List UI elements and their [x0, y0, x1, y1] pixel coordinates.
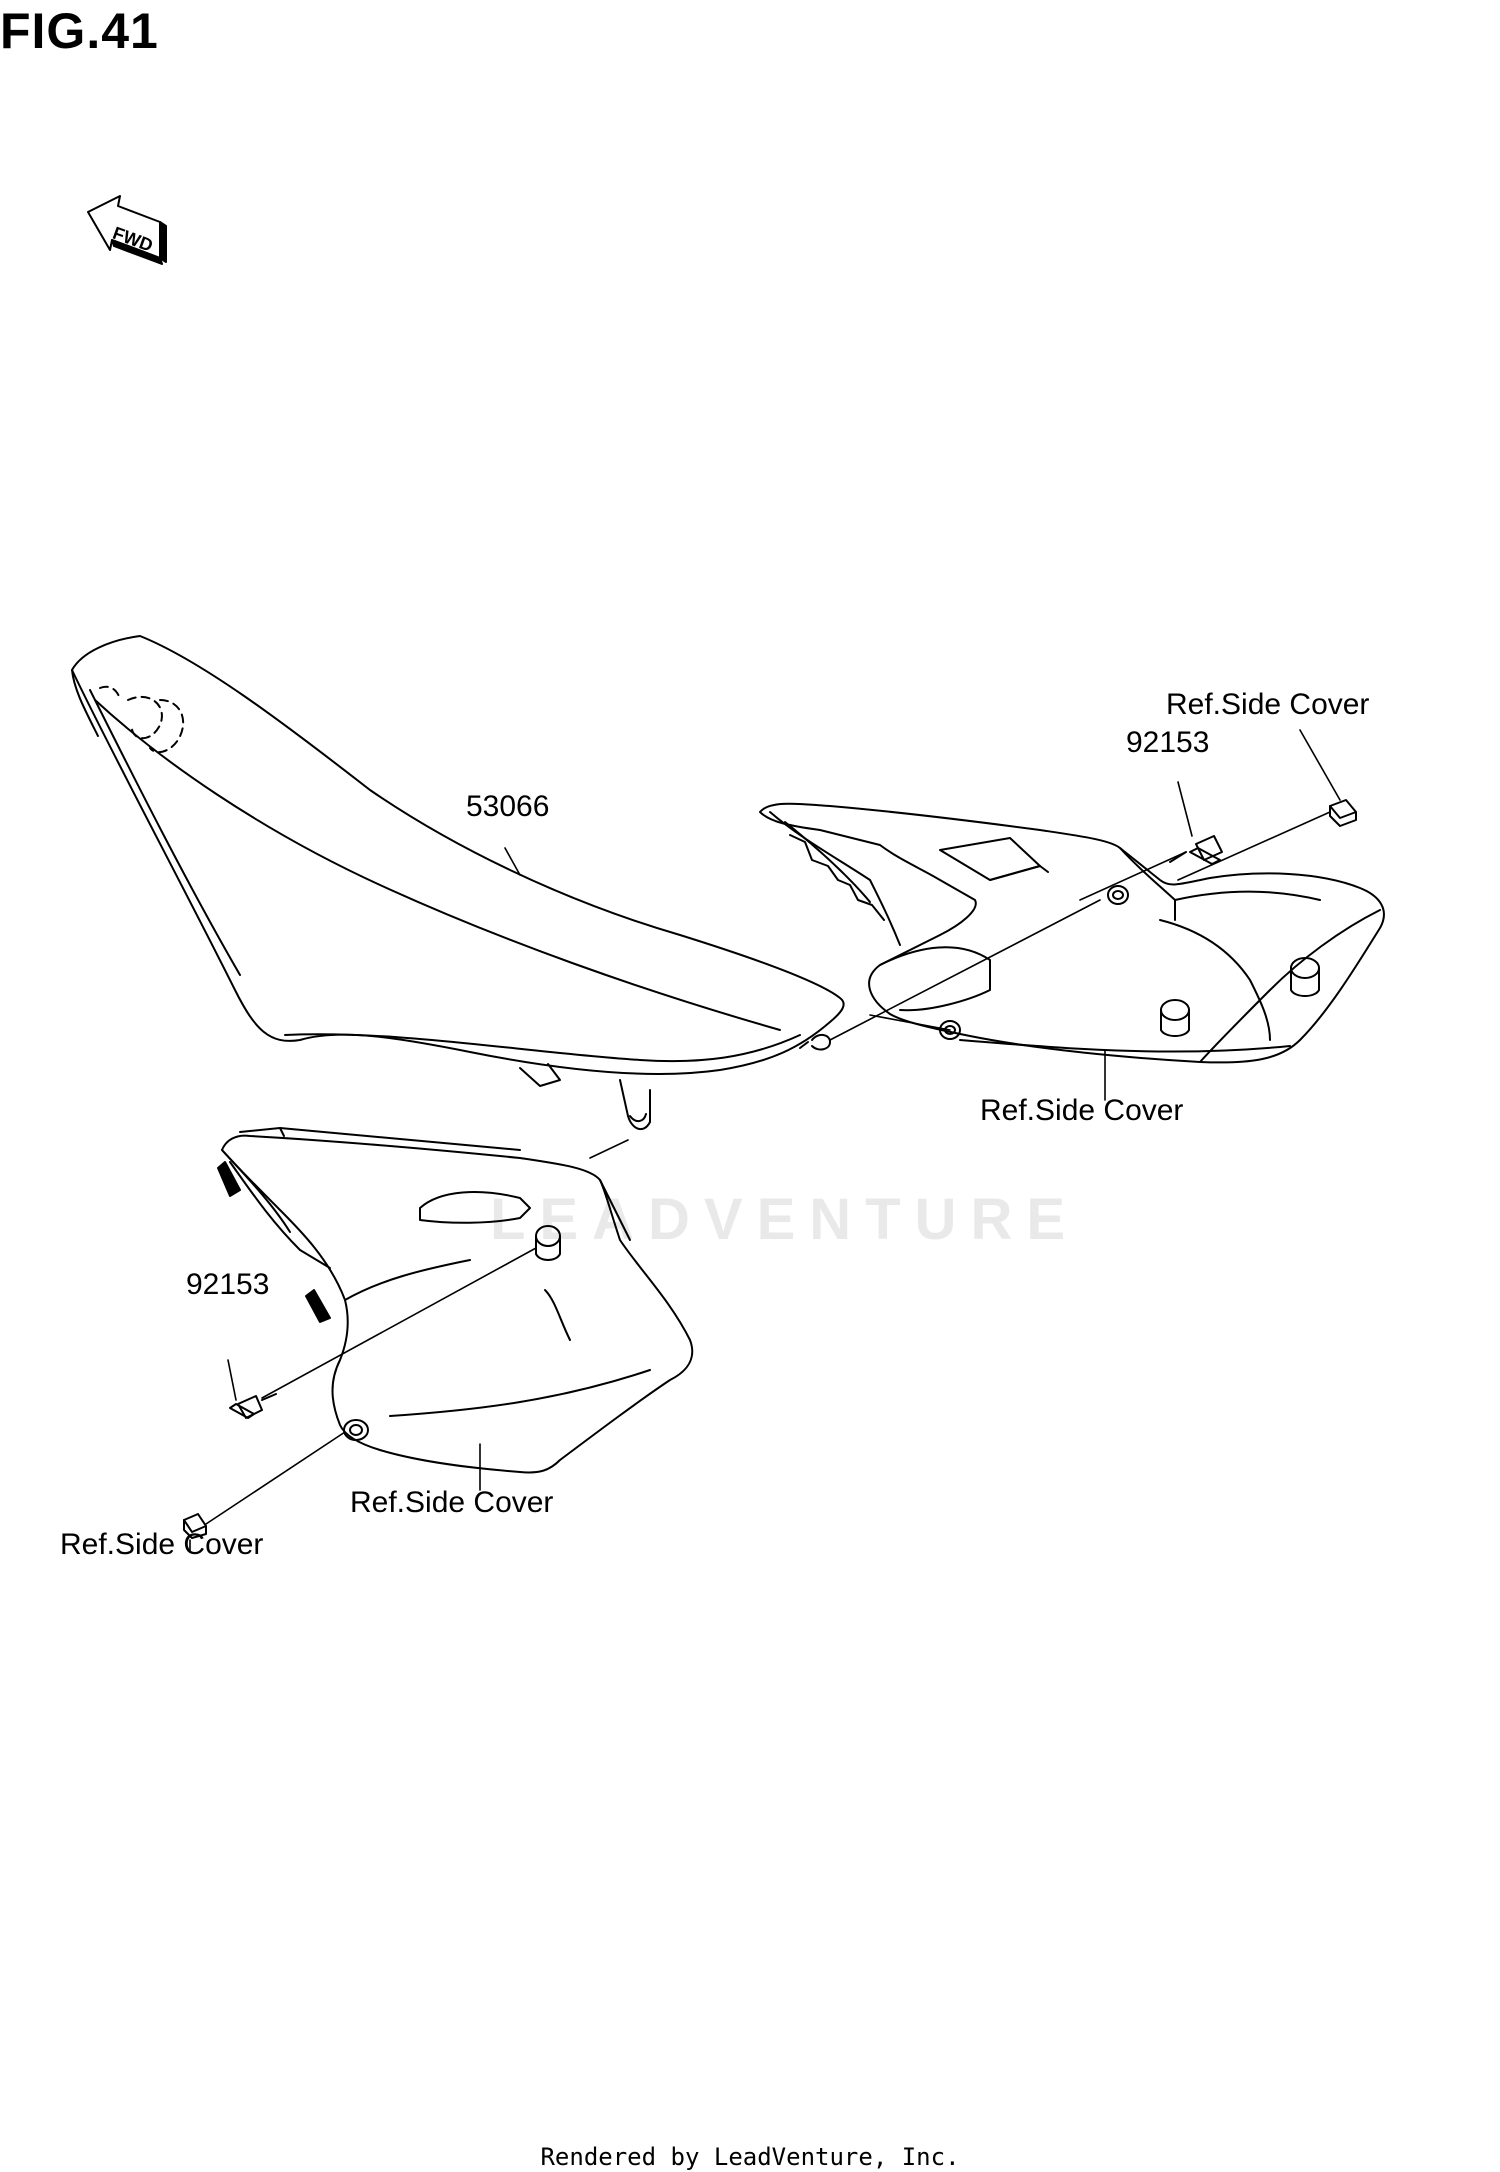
- footer-credit: Rendered by LeadVenture, Inc.: [540, 2143, 960, 2171]
- callout-ref-right-bottom: Ref.Side Cover: [980, 1094, 1184, 1127]
- callout-seat: 53066: [466, 790, 550, 823]
- callout-bolt-right: 92153: [1126, 726, 1210, 759]
- fwd-arrow-icon: FWD: [87, 195, 167, 265]
- figure-title: FIG.41: [0, 3, 159, 59]
- nut-left-icon: [183, 1513, 207, 1539]
- seat-part: [71, 635, 845, 1131]
- right-side-cover-part: [759, 802, 1385, 1064]
- callout-ref-right-top: Ref.Side Cover: [1166, 688, 1370, 721]
- callout-ref-left-cover: Ref.Side Cover: [350, 1486, 554, 1519]
- nut-right-icon: [1329, 799, 1357, 827]
- callout-bolt-left: 92153: [186, 1268, 270, 1301]
- bolt-left-icon: [229, 1393, 277, 1419]
- bolt-right-icon: [1169, 835, 1223, 865]
- leader-lines: [189, 729, 1341, 1553]
- left-side-cover-part: [217, 1127, 694, 1474]
- callout-ref-left-bottom: Ref.Side Cover: [60, 1528, 264, 1561]
- watermark-text: LEADVENTURE: [490, 1187, 1080, 1252]
